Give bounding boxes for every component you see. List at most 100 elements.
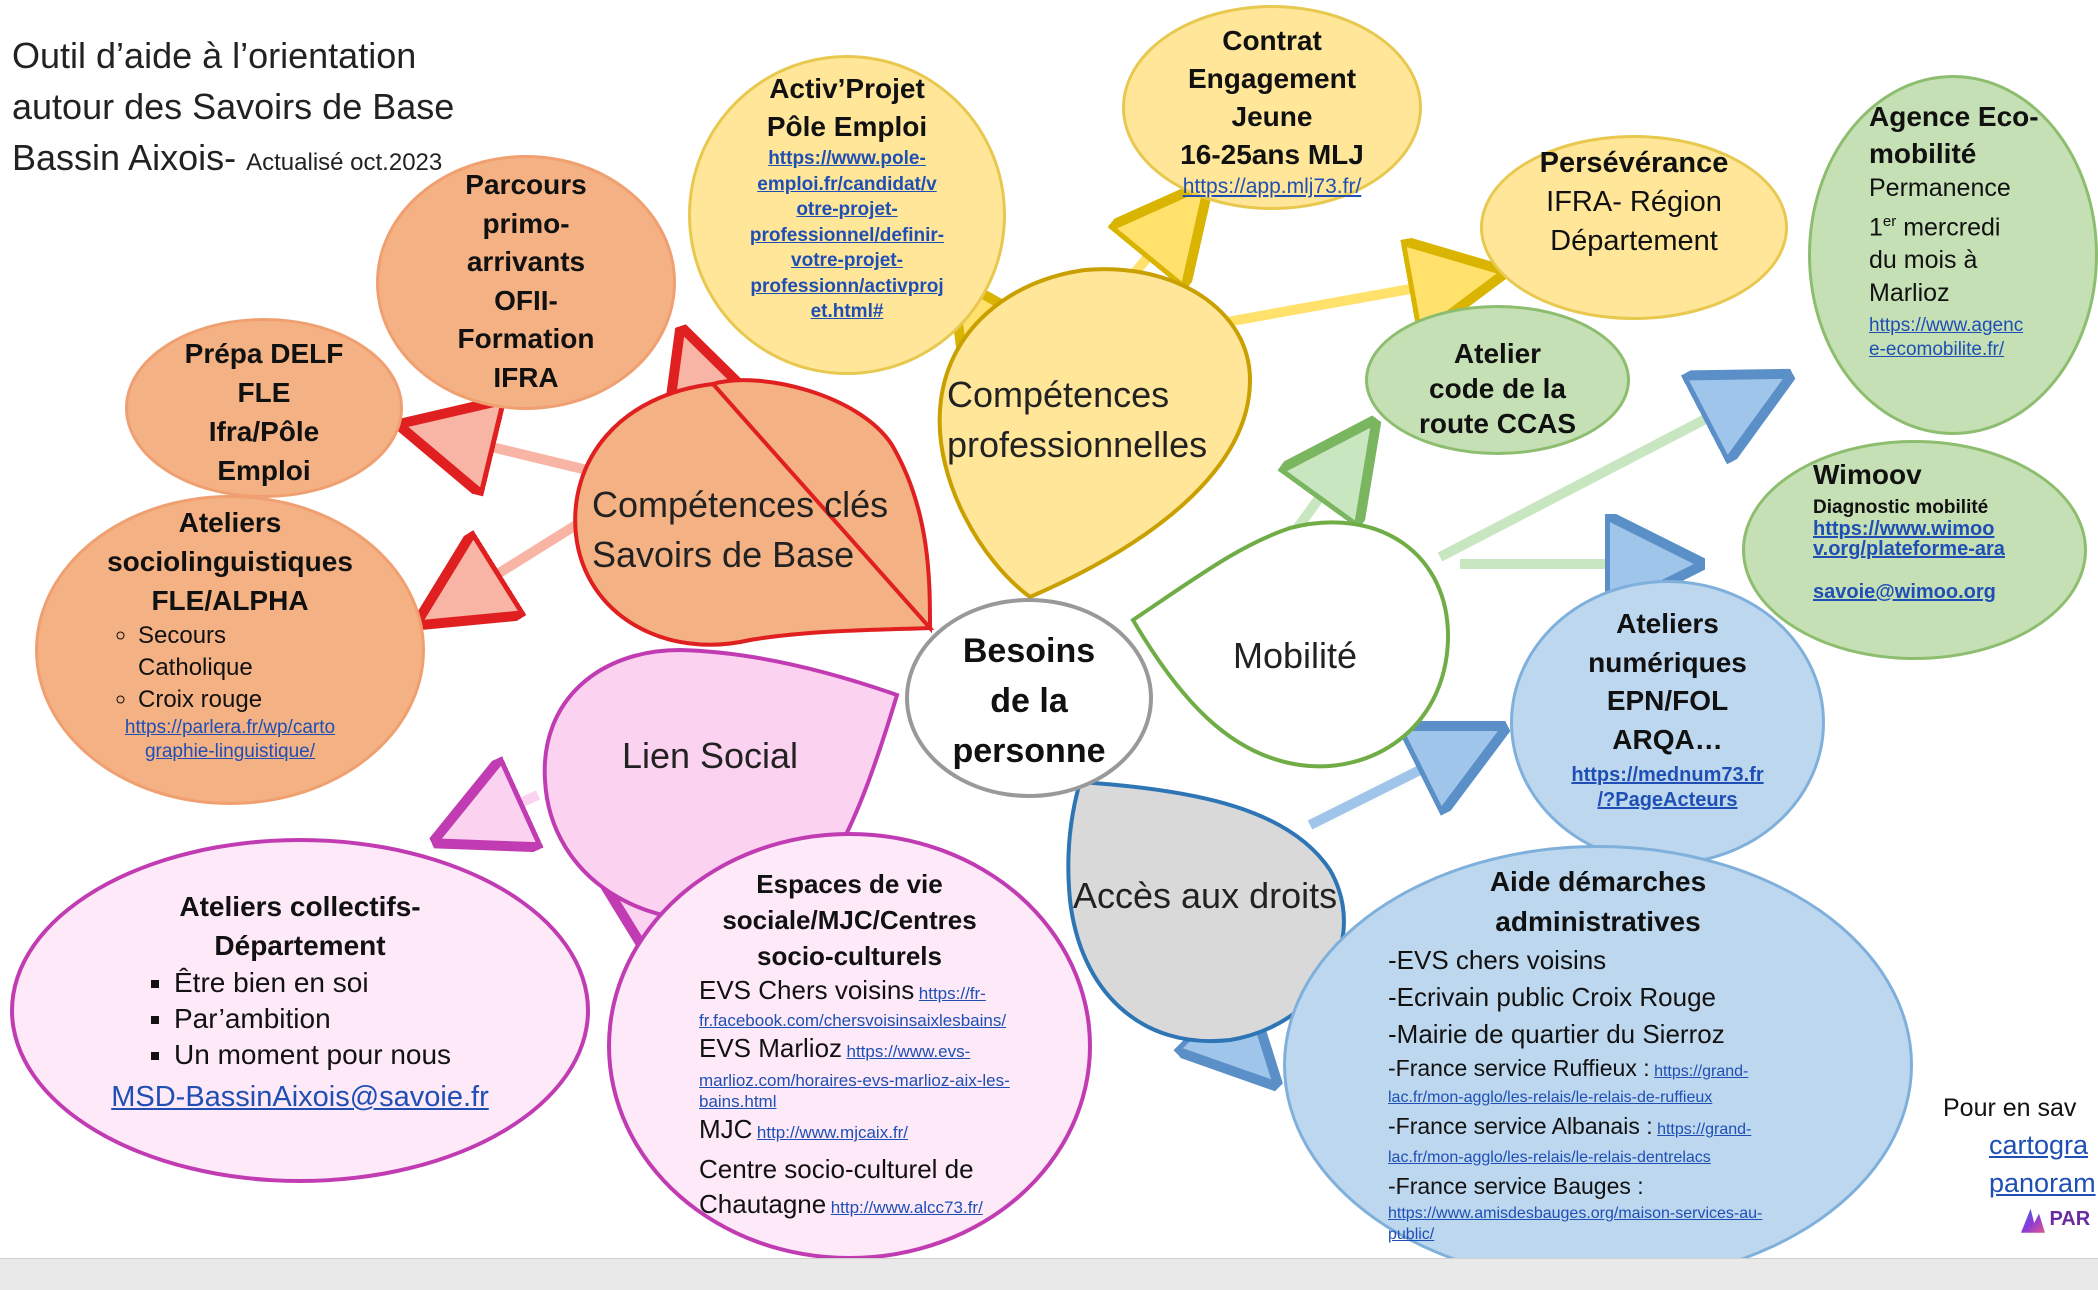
socio-link[interactable]: https://parlera.fr/wp/carto graphie-ling… [38,716,422,764]
coll-email[interactable]: MSD-BassinAixois@savoie.fr [111,1081,489,1113]
evs2-link3[interactable]: bains.html [699,1092,777,1111]
coll-title-1: Ateliers collectifs- [179,891,421,922]
csc-link[interactable]: http://www.alcc73.fr/ [830,1198,983,1217]
evs1-link2[interactable]: fr.facebook.com/chersvoisinsaixlesbains/ [699,1011,1007,1030]
aide-f3-link1[interactable]: https://www.amisdesbauges.org/maison-ser… [1388,1205,1763,1222]
perseverance-l3: Département [1550,225,1718,257]
category-lien-social: Lien Social [600,735,820,777]
wimoov-link-1[interactable]: https://www.wimoo [1813,518,1995,540]
arrow-to-agence [1437,383,1775,562]
wimoov-link-2[interactable]: v.org/plateforme-ara [1813,538,2005,560]
aide-i3: -Mairie de quartier du Sierroz [1388,1019,1725,1049]
activ-title-1: Activ’Projet [769,73,925,104]
aide-i2: -Ecrivain public Croix Rouge [1388,982,1717,1012]
evs1-row: EVS Chers voisins https://fr- [699,974,1088,1011]
node-wimoov: Wimoov Diagnostic mobilité https://www.w… [1742,440,2087,660]
parcours-l4: OFII- [494,284,558,316]
agence-link[interactable]: https://www.agenc e-ecomobilite.fr/ [1869,314,2095,362]
num-link-1[interactable]: https://mednum73.fr [1571,764,1764,786]
agence-link-1[interactable]: https://www.agenc [1869,315,2024,337]
evs2-link1[interactable]: https://www.evs- [846,1042,971,1061]
wimoov-link[interactable]: https://www.wimoo v.org/plateforme-ara [1813,519,2084,559]
prepa-l4: Emploi [217,455,311,486]
activ-link-1[interactable]: https://www.pole- [768,148,926,169]
agence-l3: Permanence [1869,174,2011,202]
agence-l4: 1er mercredi [1869,205,2095,244]
petal-competences-pro [937,267,1253,600]
wimoov-email[interactable]: savoie@wimoo.org [1813,581,1996,603]
num-l2: numériques [1588,646,1747,678]
node-activ-projet: Activ’Projet Pôle Emploi https://www.pol… [688,55,1006,375]
node-aide: Aide démarches administratives -EVS cher… [1283,845,1913,1285]
socio-link-2[interactable]: graphie-linguistique/ [144,741,316,762]
evs2-link2[interactable]: marlioz.com/horaires-evs-marlioz-aix-les… [699,1071,1010,1090]
parcours-l6: IFRA [493,361,559,393]
header-line-3-text: Bassin Aixois- [12,137,237,178]
num-l1: Ateliers [1616,608,1719,639]
socio-item-croix-rouge: Croix rouge [138,684,422,716]
perseverance-l2: IFRA- Région [1546,186,1722,218]
arrow-to-contrat [1133,197,1197,275]
category-competences-pro: Compétences professionnelles [947,370,1247,470]
agence-l4sup: er [1882,213,1897,230]
activ-link-3[interactable]: otre-projet- [796,199,898,220]
code-l2: code de la [1429,373,1566,404]
evs2-name: EVS Marlioz [699,1033,843,1063]
activ-link-5[interactable]: votre-projet- [791,250,903,271]
aide-f1-link1[interactable]: https://grand- [1654,1063,1749,1080]
agence-link-2[interactable]: e-ecomobilite.fr/ [1869,339,2005,361]
aide-f1-row: -France service Ruffieux : https://grand… [1388,1053,1910,1087]
category-acces-droits: Accès aux droits [1073,875,1363,917]
activ-link-2[interactable]: emploi.fr/candidat/v [757,173,937,195]
category-competences-cles: Compétences clés Savoirs de Base [592,480,922,580]
petal-mobilite [1130,520,1451,769]
petal-competences-cles [573,378,935,647]
activ-link-6[interactable]: professionn/activproj [750,275,944,297]
activ-link[interactable]: https://www.pole- emploi.fr/candidat/v o… [691,146,1003,325]
num-link-2[interactable]: /?PageActeurs [1597,789,1738,811]
activ-link-4[interactable]: professionnel/definir- [749,224,945,246]
footer-l3[interactable]: panoram [1989,1168,2096,1198]
espaces-l1: Espaces de vie [756,869,943,899]
acces-droits-label: Accès aux droits [1073,875,1338,916]
footer-l2[interactable]: cartogra [1989,1130,2089,1160]
contrat-l1: Contrat [1222,25,1322,56]
footer-logo: PAR [1943,1202,2098,1238]
socio-link-1[interactable]: https://parlera.fr/wp/carto [124,717,336,738]
parcours-l3: arrivants [466,246,586,277]
contrat-l2: Engagement [1187,63,1357,94]
mjc-row: MJC http://www.mjcaix.fr/ [699,1112,1088,1151]
code-l3: route CCAS [1418,408,1577,439]
competences-pro-line1: Compétences [947,374,1170,415]
aide-f3-link2[interactable]: public/ [1388,1226,1435,1243]
evs1-link1[interactable]: https://fr- [918,984,986,1003]
logo-icon [2021,1208,2045,1233]
evs2-row: EVS Marlioz https://www.evs- [699,1031,1088,1070]
contrat-link[interactable]: https://app.mlj73.fr/ [1182,175,1362,198]
footer-note: Pour en sav cartogra panoram PAR [1943,1090,2098,1238]
center-line3: personne [952,732,1106,770]
aide-f2-link2[interactable]: lac.fr/mon-agglo/les-relais/le-relais-de… [1388,1149,1711,1166]
csc-row: Chautagne http://www.alcc73.fr/ [699,1187,1088,1226]
header-line-2: autour des Savoirs de Base [12,86,455,127]
node-ateliers-socio: Ateliers sociolinguistiques FLE/ALPHA Se… [35,495,425,805]
node-prepa-delf: Prépa DELF FLE Ifra/Pôle Emploi [125,318,403,498]
num-link[interactable]: https://mednum73.fr /?PageActeurs [1513,763,1822,813]
node-contrat: Contrat Engagement Jeune 16-25ans MLJ ht… [1122,5,1422,210]
socio-item-1a: Secours [138,622,227,649]
prepa-l2: FLE [237,377,291,408]
activ-link-7[interactable]: et.html# [810,301,884,322]
node-atelier-code: Atelier code de la route CCAS [1365,305,1630,455]
petal-acces-droits [1066,779,1346,1044]
aide-f2-link1[interactable]: https://grand- [1657,1121,1752,1138]
csc-l1: Centre socio-culturel de [699,1154,974,1184]
aide-f1-link2[interactable]: lac.fr/mon-agglo/les-relais/le-relais-de… [1388,1089,1713,1106]
center-line1: Besoins [962,632,1096,670]
espaces-l2: sociale/MJC/Centres [722,905,977,935]
agence-l6: Marlioz [1869,279,1950,308]
mjc-link[interactable]: http://www.mjcaix.fr/ [756,1123,909,1142]
